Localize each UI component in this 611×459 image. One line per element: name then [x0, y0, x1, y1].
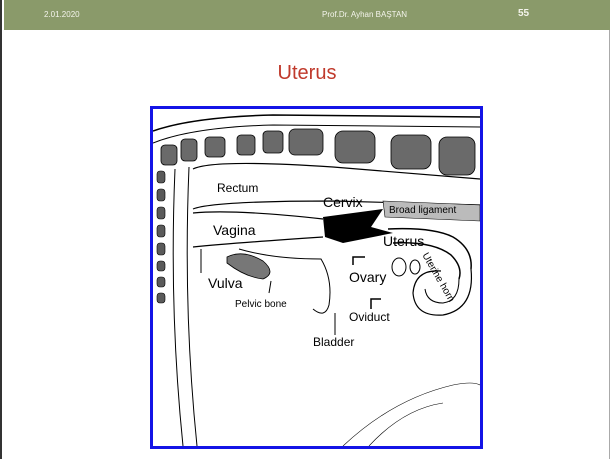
slide-header: 2.01.2020 Prof.Dr. Ayhan BAŞTAN 55	[4, 0, 610, 30]
anatomy-figure: Rectum Cervix Broad ligament Vagina Uter…	[150, 106, 483, 449]
label-uterus: Uterus	[383, 233, 424, 249]
slide-author: Prof.Dr. Ayhan BAŞTAN	[322, 10, 407, 19]
slide-date: 2.01.2020	[44, 10, 80, 19]
label-oviduct: Oviduct	[349, 310, 390, 324]
label-bladder: Bladder	[313, 335, 354, 349]
slide-title: Uterus	[2, 62, 611, 85]
label-cervix: Cervix	[323, 194, 363, 210]
label-vagina: Vagina	[213, 222, 256, 238]
slide-page-number: 55	[518, 8, 529, 19]
label-ovary: Ovary	[349, 269, 386, 285]
label-broad-ligament: Broad ligament	[389, 205, 456, 216]
label-vulva: Vulva	[208, 275, 243, 291]
label-pelvic-bone: Pelvic bone	[235, 299, 287, 310]
label-rectum: Rectum	[217, 181, 258, 195]
